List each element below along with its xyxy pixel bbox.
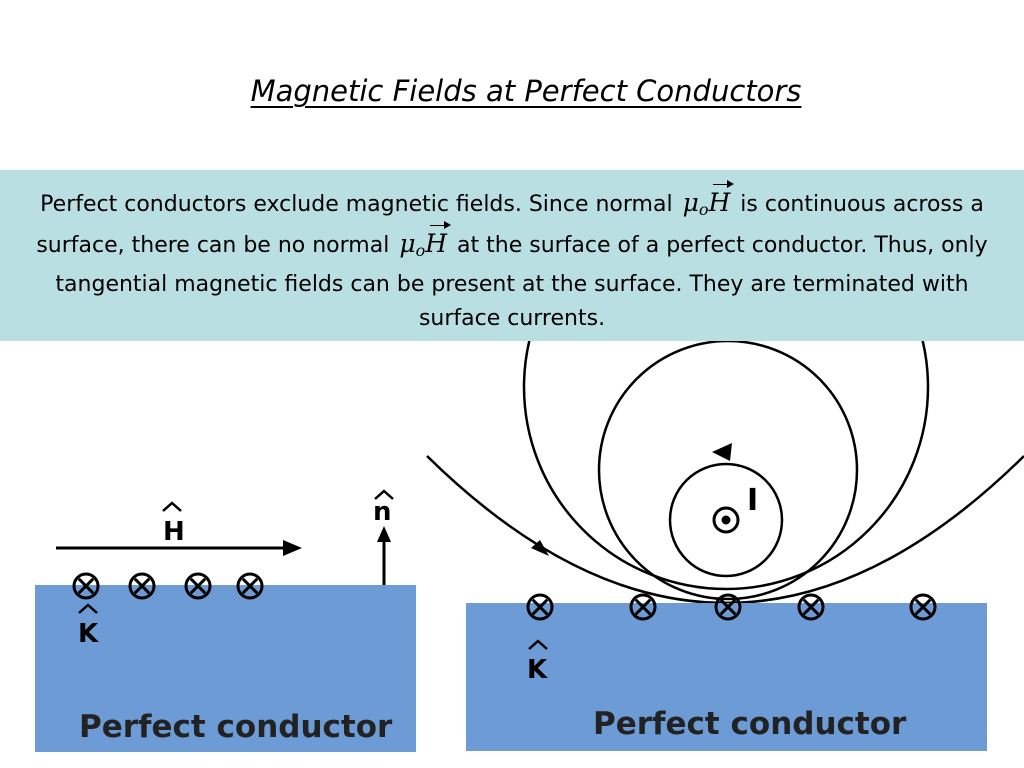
- current-into-page-icon: [236, 572, 264, 600]
- right-conductor-label: Perfect conductor: [593, 706, 907, 742]
- right-k-hat-label: K: [527, 655, 548, 685]
- current-into-page-icon: [184, 572, 212, 600]
- current-into-page-icon: [72, 572, 100, 600]
- normal-arrowhead: [377, 526, 391, 542]
- h-field-arrowhead: [283, 540, 302, 556]
- mu-h-formula: μoH: [399, 221, 451, 260]
- current-into-page-icon: [797, 593, 825, 621]
- left-current-markers: [72, 572, 264, 600]
- field-line-3: [522, 341, 930, 591]
- field-line-2: [597, 341, 859, 601]
- n-hat-label: n: [373, 497, 392, 527]
- explanation-callout: Perfect conductors exclude magnetic fiel…: [0, 170, 1024, 341]
- left-k-hat-label: K: [78, 619, 99, 649]
- current-into-page-icon: [629, 593, 657, 621]
- left-k-hat-caret: [78, 603, 98, 614]
- field-line-inner: [668, 462, 784, 578]
- current-into-page-icon: [128, 572, 156, 600]
- h-hat-label: H: [163, 517, 185, 547]
- n-hat-caret: [374, 489, 394, 500]
- current-into-page-icon: [909, 593, 937, 621]
- right-diagram: I Perfect conductor K: [426, 341, 1024, 751]
- current-into-page-icon: [526, 593, 554, 621]
- right-conductor-block: [466, 603, 987, 751]
- current-into-page-icon: [714, 593, 742, 621]
- callout-text-part1: Perfect conductors exclude magnetic fiel…: [40, 192, 673, 217]
- left-diagram: Perfect conductor H n K: [35, 489, 416, 752]
- outer-field-arrowhead: [531, 540, 549, 556]
- callout-text-part2: is continuous across a surface, there ca…: [36, 192, 984, 258]
- slide-title: Magnetic Fields at Perfect Conductors: [250, 74, 802, 108]
- left-conductor-block: [35, 585, 416, 752]
- current-dot: [721, 515, 731, 525]
- inner-field-arrowhead: [712, 443, 732, 461]
- right-k-hat-caret: [528, 639, 548, 650]
- mu-h-formula: μoH: [682, 180, 735, 219]
- right-current-markers: [526, 593, 937, 621]
- h-hat-caret: [162, 501, 182, 512]
- current-source-label: I: [747, 483, 758, 518]
- callout-text-part3: at the surface of a perfect conductor. T…: [55, 233, 988, 331]
- left-conductor-label: Perfect conductor: [79, 709, 393, 745]
